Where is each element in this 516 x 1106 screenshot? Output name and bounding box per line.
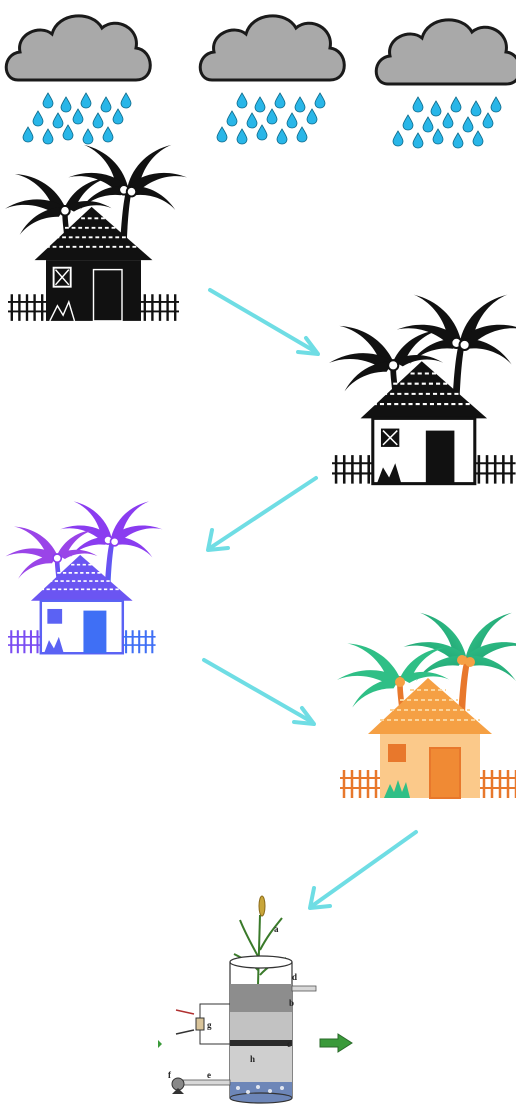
hut-roof <box>34 206 153 261</box>
hut-orange-green <box>336 607 516 799</box>
label-b: b <box>289 998 294 1008</box>
rain-cloud-3 <box>374 18 516 149</box>
flow-arrow-1 <box>208 288 320 356</box>
plant <box>233 895 287 986</box>
label-f: f <box>168 1070 172 1080</box>
hut-wall <box>39 599 125 655</box>
flow-arrow-2 <box>206 476 318 552</box>
hut-wall <box>371 416 477 486</box>
rain-drops <box>216 92 326 145</box>
fence-left <box>332 455 373 484</box>
flow-arrow-3 <box>202 658 316 726</box>
rain-cloud-1 <box>4 14 152 145</box>
hut-door <box>92 268 123 322</box>
label-g: g <box>207 1020 212 1030</box>
hut-purple-blue <box>4 496 164 655</box>
label-a: a <box>274 924 279 934</box>
rain-drops <box>22 92 132 145</box>
fence-left <box>8 630 41 654</box>
fence-left <box>340 770 380 798</box>
hut-door <box>429 747 461 799</box>
column-top <box>229 955 293 969</box>
sampling-port-g <box>195 1003 230 1045</box>
pipe-outlet-e <box>179 1079 231 1086</box>
output-arrow <box>319 1033 353 1053</box>
hut-roof <box>368 678 492 734</box>
label-d: d <box>292 972 297 982</box>
fence-left <box>8 294 47 321</box>
indicator-arrow-red <box>175 1009 195 1015</box>
hut-black-small <box>4 139 188 322</box>
fence-right <box>474 455 516 484</box>
indicator-arrow-dark <box>175 1029 195 1035</box>
fence-right <box>141 294 180 321</box>
fence-right <box>480 770 516 798</box>
label-c: c <box>287 1039 291 1049</box>
pipe-inlet-d <box>291 985 317 992</box>
pump-f <box>171 1077 185 1094</box>
layer-soil <box>230 984 292 1012</box>
layer-gravel-lower <box>230 1046 292 1082</box>
layer-mesh <box>230 1040 292 1046</box>
fence-right <box>122 630 156 654</box>
label-e: e <box>207 1070 211 1080</box>
hut-roof <box>30 554 133 601</box>
hut-window <box>388 744 406 762</box>
layer-gravel-upper <box>230 1012 292 1040</box>
label-h: h <box>250 1054 255 1064</box>
wetland-filter-diagram: a d b c h g e <box>158 895 353 1104</box>
hut-window <box>47 608 63 624</box>
hut-roof <box>360 361 488 419</box>
hut-door <box>425 430 455 484</box>
rain-cloud-2 <box>198 14 346 145</box>
marker-triangle <box>158 1040 162 1048</box>
hut-door <box>83 610 107 654</box>
rain-drops <box>392 96 502 149</box>
flow-arrow-4 <box>308 830 418 910</box>
grass-tuft <box>384 780 410 798</box>
hut-black-large <box>328 289 516 486</box>
